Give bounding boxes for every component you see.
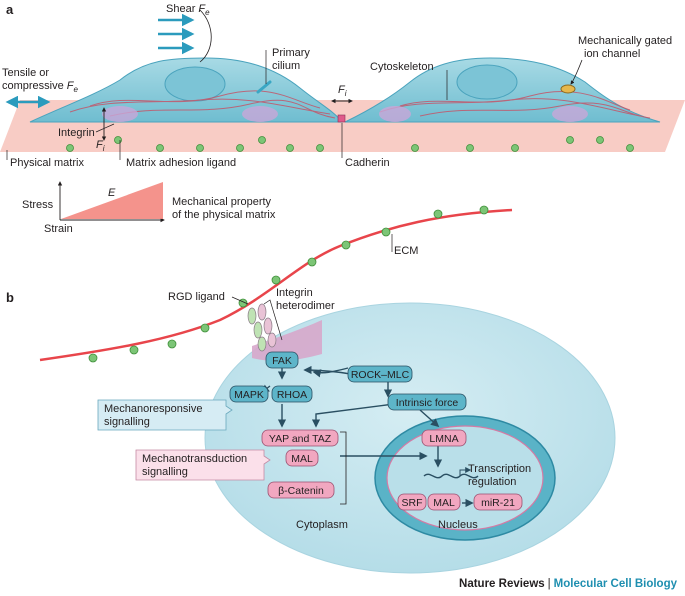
rgd-ligand-label: RGD ligand bbox=[168, 291, 225, 303]
svg-text:ROCK–MLC: ROCK–MLC bbox=[351, 369, 410, 381]
footer-separator: | bbox=[547, 578, 551, 590]
svg-text:LMNA: LMNA bbox=[429, 433, 458, 445]
nucleus-right bbox=[456, 64, 518, 100]
node-lmna: LMNA bbox=[421, 429, 467, 447]
stiffness-triangle bbox=[61, 182, 163, 219]
mech-prop-label-line1: Mechanical property bbox=[172, 196, 272, 208]
panel-b-label: b bbox=[6, 290, 14, 305]
node-beta-catenin: β-Catenin bbox=[267, 481, 335, 499]
node-mal-cytoplasm: MAL bbox=[285, 449, 319, 467]
node-mapk: MAPK bbox=[229, 385, 269, 403]
ecm-ligands bbox=[88, 205, 489, 363]
svg-text:signalling: signalling bbox=[142, 466, 188, 478]
cadherin-icon bbox=[337, 114, 346, 123]
primary-cilium-label-line1: Primary bbox=[272, 47, 310, 59]
node-rock-mlc: ROCK–MLC bbox=[347, 365, 413, 383]
ion-channel-icon bbox=[560, 84, 576, 94]
cadherin-label: Cadherin bbox=[345, 157, 390, 169]
panel-a-label: a bbox=[6, 2, 14, 17]
ion-channel-label-line2: ion channel bbox=[584, 48, 640, 60]
ion-channel-leader bbox=[570, 59, 583, 85]
svg-text:miR-21: miR-21 bbox=[481, 497, 515, 509]
svg-text:YAP and TAZ: YAP and TAZ bbox=[269, 433, 332, 445]
node-mir21: miR-21 bbox=[473, 493, 523, 511]
elastic-modulus-label: E bbox=[108, 187, 116, 199]
node-yap-taz: YAP and TAZ bbox=[261, 429, 339, 447]
svg-text:FAK: FAK bbox=[272, 355, 292, 367]
cytoplasm-label: Cytoplasm bbox=[296, 519, 348, 531]
node-fak: FAK bbox=[265, 351, 299, 369]
mech-prop-label-line2: of the physical matrix bbox=[172, 209, 276, 221]
journal-subject: Molecular Cell Biology bbox=[553, 578, 677, 590]
journal-name: Nature Reviews bbox=[459, 578, 545, 590]
integrin-clusters bbox=[102, 106, 588, 122]
integrin-leader bbox=[95, 123, 115, 133]
primary-cilium-label-line2: cilium bbox=[272, 60, 300, 72]
svg-text:Mechanoresponsive: Mechanoresponsive bbox=[104, 403, 202, 415]
svg-text:Intrinsic force: Intrinsic force bbox=[396, 397, 459, 409]
rgd-leader bbox=[231, 296, 249, 305]
integrin-label: Integrin bbox=[58, 127, 95, 139]
svg-text:RHOA: RHOA bbox=[277, 389, 307, 401]
ecm-fibre bbox=[39, 208, 513, 362]
nucleus-left bbox=[164, 66, 226, 102]
stress-label: Stress bbox=[22, 199, 54, 211]
integrin-label-line1: Integrin bbox=[276, 287, 313, 299]
fi-left-label: Fi bbox=[96, 139, 105, 153]
shear-arrows bbox=[158, 9, 212, 63]
dna-icon bbox=[423, 473, 479, 479]
svg-text:MAPK: MAPK bbox=[234, 389, 264, 401]
node-srf: SRF bbox=[397, 493, 427, 511]
svg-text:signalling: signalling bbox=[104, 416, 150, 428]
matrix-adhesion-ligands bbox=[66, 136, 634, 152]
ion-channel-label-line1: Mechanically gated bbox=[578, 35, 672, 47]
transcription-label-line2: regulation bbox=[468, 476, 516, 488]
nucleus-label: Nucleus bbox=[438, 519, 478, 531]
integrin-label-line2: heterodimer bbox=[276, 300, 335, 312]
svg-text:MAL: MAL bbox=[433, 497, 455, 509]
integrin-heterodimer-icon bbox=[247, 303, 277, 352]
node-intrinsic-force: Intrinsic force bbox=[387, 393, 467, 411]
node-rhoa: RHOA bbox=[271, 385, 313, 403]
transcription-label-line1: Transcription bbox=[468, 463, 531, 475]
physical-matrix-label: Physical matrix bbox=[10, 157, 84, 169]
node-mal-nucleus: MAL bbox=[427, 493, 461, 511]
svg-text:SRF: SRF bbox=[402, 497, 423, 509]
callout-mechanoresponsive: Mechanoresponsive signalling bbox=[97, 399, 233, 431]
ecm-label: ECM bbox=[394, 245, 418, 257]
callout-mechanotransduction: Mechanotransduction signalling bbox=[135, 449, 271, 481]
journal-footer: Nature Reviews|Molecular Cell Biology bbox=[459, 578, 677, 590]
svg-text:Mechanotransduction: Mechanotransduction bbox=[142, 453, 247, 465]
svg-text:MAL: MAL bbox=[291, 453, 313, 465]
matrix-adhesion-ligand-label: Matrix adhesion ligand bbox=[126, 157, 236, 169]
cytoskeleton-label: Cytoskeleton bbox=[370, 61, 434, 73]
strain-label: Strain bbox=[44, 223, 73, 235]
integrin-bracket bbox=[263, 299, 283, 341]
membrane-patch bbox=[252, 320, 322, 361]
panel-b: b ECM RGD ligand Integrin heter bbox=[6, 205, 616, 574]
fi-top-label: Fi bbox=[338, 84, 347, 98]
primary-cilium bbox=[256, 80, 272, 94]
cytoplasm-bracket bbox=[340, 431, 347, 505]
svg-text:β-Catenin: β-Catenin bbox=[278, 485, 324, 497]
cytoskeleton-fibres bbox=[69, 90, 651, 119]
transcription-start-arrow bbox=[459, 467, 472, 476]
tensile-label-line1: Tensile or bbox=[2, 67, 49, 79]
panel-a: a bbox=[0, 2, 685, 235]
